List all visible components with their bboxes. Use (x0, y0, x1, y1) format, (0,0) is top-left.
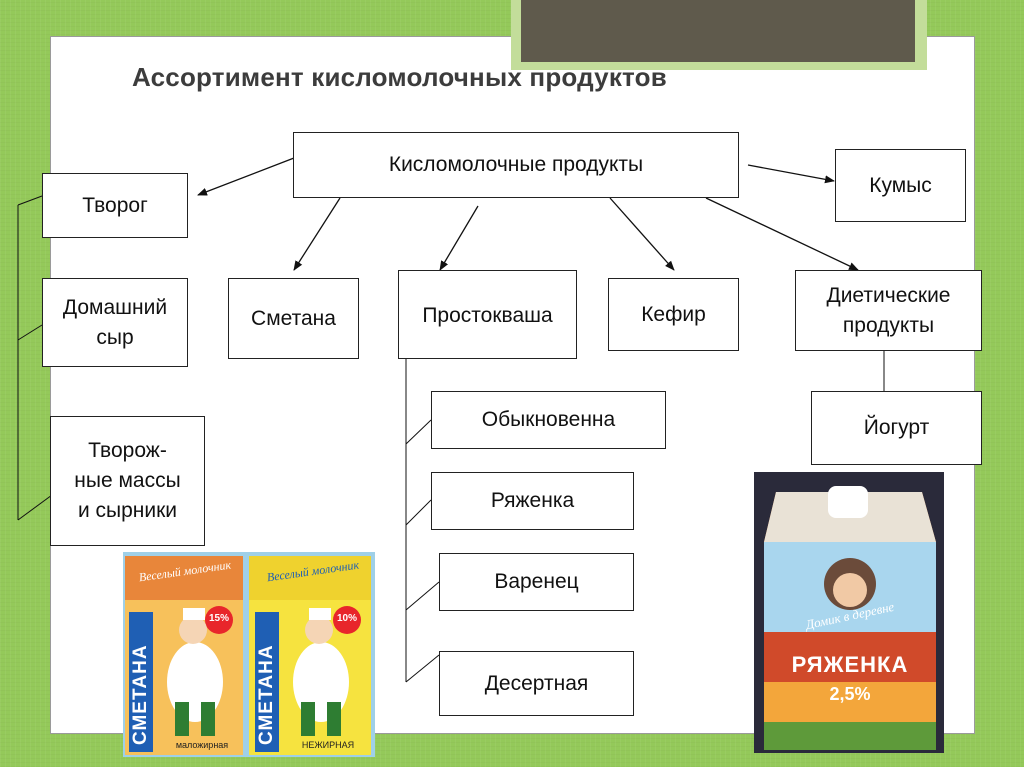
tvorog-bracket-bottom (17, 494, 53, 521)
box-domashniy-syr: Домашний сыр (42, 278, 188, 367)
box-desertnaya: Десертная (439, 651, 634, 716)
box-kislomolochnye-produkty: Кисломолочные продукты (293, 132, 739, 198)
tvorog-bracket-mid (17, 324, 43, 341)
box-prostokvasha: Простокваша (398, 270, 577, 359)
box-smetana: Сметана (228, 278, 359, 359)
box-ryazhenka: Ряженка (431, 472, 634, 530)
prostokvasha-bracket-3 (405, 581, 440, 611)
prostokvasha-bracket-4 (405, 654, 440, 683)
box-varenets: Варенец (439, 553, 634, 611)
box-kefir: Кефир (608, 278, 739, 351)
arrow-to-kumys (747, 164, 835, 184)
arrow-to-dieticheskie (705, 197, 859, 271)
arrow-to-smetana (293, 197, 341, 271)
box-yogurt: Йогурт (811, 391, 982, 465)
box-kumys: Кумыс (835, 149, 966, 222)
photo-smetana-cartons: Веселый молочник 15% СМЕТАНА маложирная … (123, 552, 375, 757)
box-dieticheskie-produkty: Диетические продукты (795, 270, 982, 351)
carton2-note: НЕЖИРНАЯ (301, 740, 355, 750)
arrow-to-tvorog (197, 157, 295, 196)
carton-smetana-10 (249, 556, 371, 755)
box-tvorozhnye-massy: Творож- ные массы и сырники (50, 416, 205, 546)
arrow-to-prostokvasha (439, 205, 479, 271)
carton2-fat: 10% (336, 613, 357, 624)
carton1-product: СМЕТАНА (130, 644, 151, 745)
photo-ryazhenka-carton: Домик в деревне РЯЖЕНКА 2,5% (754, 472, 944, 753)
arrow-to-kefir (609, 197, 675, 271)
box-obyknovennaya: Обыкновенна (431, 391, 666, 449)
carton2-product: СМЕТАНА (256, 644, 277, 745)
title-bar (521, 0, 915, 62)
prostokvasha-bracket-2 (405, 499, 432, 526)
carton3-fat: 2,5% (829, 684, 871, 704)
page-title: Ассортимент кисломолочных продуктов (132, 62, 667, 92)
carton1-fat: 15% (208, 613, 229, 624)
carton1-note: маложирная (175, 740, 229, 750)
prostokvasha-bracket-1 (405, 419, 432, 445)
box-tvorog: Творог (42, 173, 188, 238)
carton3-product: РЯЖЕНКА (791, 652, 909, 677)
carton-smetana-15 (125, 556, 243, 755)
tvorog-bracket-top (17, 195, 43, 206)
